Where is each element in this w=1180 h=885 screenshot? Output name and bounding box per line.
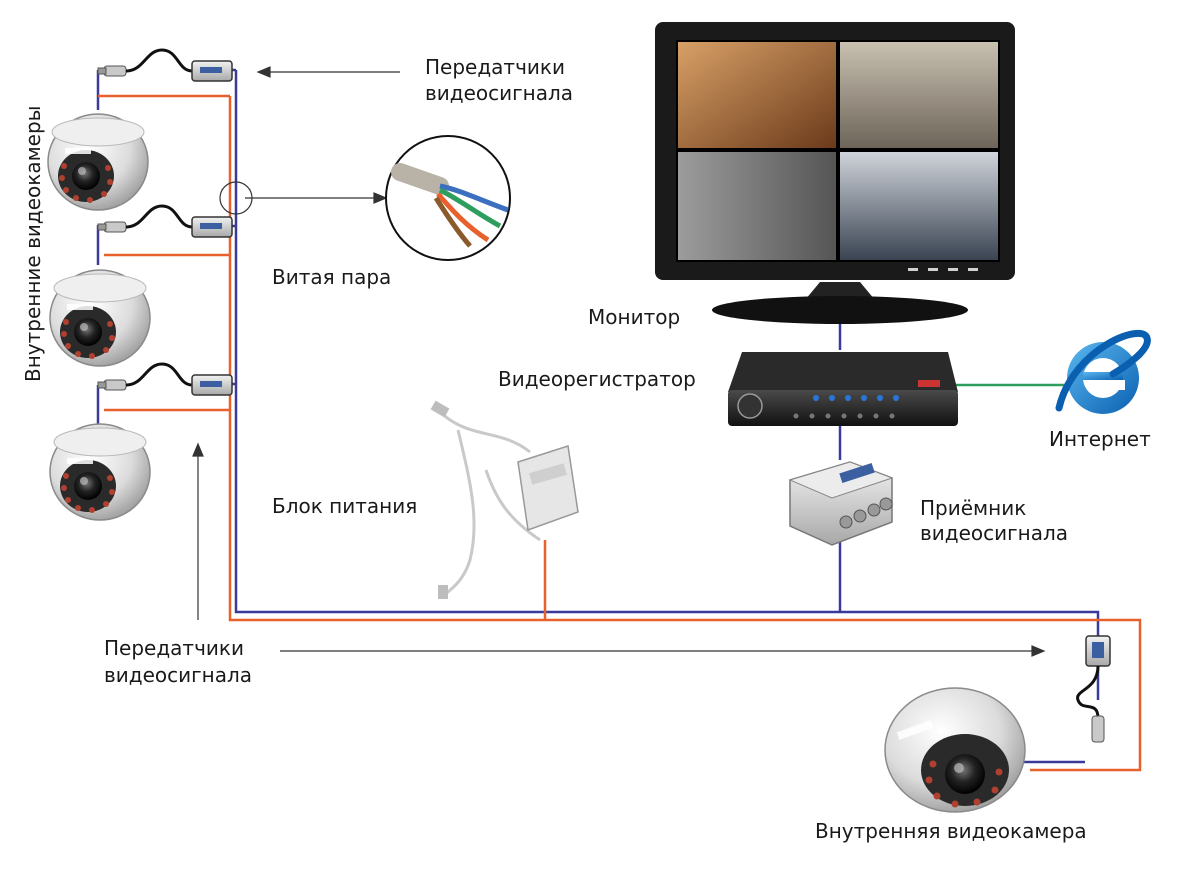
- dome-camera-icon: [47, 113, 149, 211]
- indoor-cameras-label: Внутренние видеокамеры: [21, 106, 45, 382]
- labels: Передатчики видеосигнала Витая пара Внут…: [21, 55, 1151, 843]
- transmitters-top-label-line2: видеосигнала: [425, 81, 573, 105]
- receiver-label-line2: видеосигнала: [920, 521, 1068, 545]
- transmitters-top-label-line1: Передатчики: [425, 55, 565, 79]
- internet-label: Интернет: [1049, 427, 1151, 451]
- video-transmitter-icon: [96, 48, 234, 83]
- video-transmitter-icon: [1076, 635, 1111, 743]
- internet-explorer-icon: [1055, 330, 1151, 414]
- video-receiver-icon: [788, 461, 894, 546]
- dome-camera-icon: [884, 687, 1026, 813]
- dome-camera-icon: [49, 269, 151, 367]
- magnifier-marker: [219, 181, 253, 215]
- indoor-camera-single-label: Внутренняя видеокамера: [815, 819, 1087, 843]
- dvr-icon: [728, 352, 958, 426]
- monitor-label: Монитор: [588, 305, 680, 329]
- transmitters-bottom-label-line1: Передатчики: [104, 636, 244, 660]
- dome-camera-icon: [49, 423, 151, 521]
- power-adapter-icon: [430, 400, 579, 599]
- dvr-label: Видеорегистратор: [498, 367, 696, 391]
- receiver-label-line1: Приёмник: [920, 496, 1026, 520]
- transmitters-bottom-label-line2: видеосигнала: [104, 663, 252, 687]
- monitor-icon: [655, 22, 1015, 324]
- video-transmitter-icon: [96, 204, 234, 239]
- power-supply-label: Блок питания: [272, 494, 417, 518]
- annotation-arrows: [192, 66, 1046, 657]
- video-transmitter-icon: [96, 362, 234, 397]
- twisted-pair-cable-icon: [385, 135, 511, 261]
- twisted-pair-label: Витая пара: [272, 265, 391, 289]
